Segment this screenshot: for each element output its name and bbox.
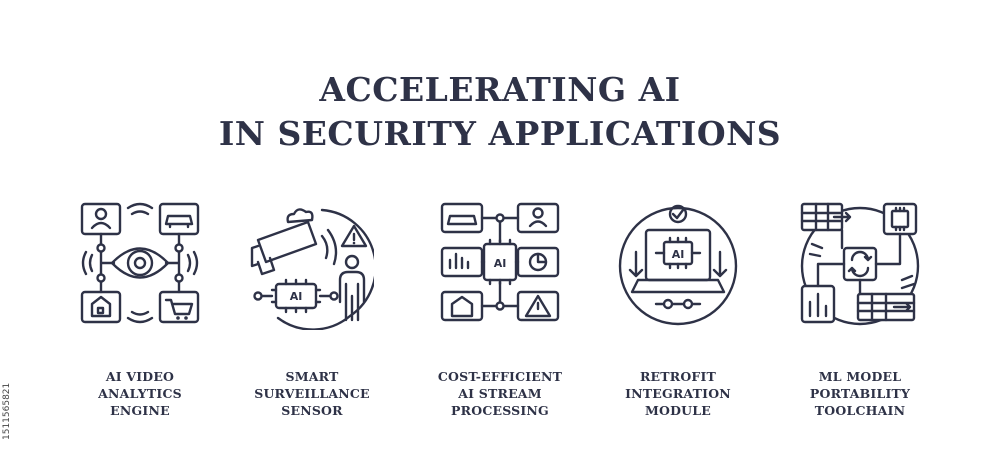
label-line: ML MODEL [818, 369, 902, 384]
stock-id-text: 1511565821 [2, 382, 12, 440]
eye-network-icon [78, 196, 202, 330]
label-line: SURVEILLANCE [254, 386, 370, 401]
label-line: AI STREAM [458, 386, 542, 401]
label-retrofit-integration-module: RETROFIT INTEGRATION MODULE [598, 368, 758, 419]
label-line: ENGINE [110, 403, 170, 418]
label-line: MODULE [645, 403, 711, 418]
camera-person-icon: AI [250, 196, 374, 330]
label-line: COST-EFFICIENT [437, 369, 563, 384]
ai-chip-network-icon: AI [438, 196, 562, 330]
laptop-ai-icon: AI [616, 196, 740, 330]
label-line: ANALYTICS [98, 386, 182, 401]
label-cost-efficient-ai-stream-processing: COST-EFFICIENT AI STREAM PROCESSING [420, 368, 580, 419]
label-line: INTEGRATION [625, 386, 731, 401]
label-line: TOOLCHAIN [814, 403, 906, 418]
ai-chip-text: AI [290, 290, 303, 303]
ai-chip-text: AI [672, 248, 685, 261]
label-line: SMART [285, 369, 339, 384]
label-smart-surveillance-sensor: SMART SURVEILLANCE SENSOR [232, 368, 392, 419]
page-title-line-2: IN SECURITY APPLICATIONS [218, 114, 782, 153]
label-ai-video-analytics-engine: AI VIDEO ANALYTICS ENGINE [60, 368, 220, 419]
label-ml-model-portability-toolchain: ML MODEL PORTABILITY TOOLCHAIN [780, 368, 940, 419]
page-title-line-1: ACCELERATING AI [319, 70, 681, 109]
label-line: AI VIDEO [105, 369, 175, 384]
model-portability-icon [798, 196, 922, 330]
label-line: PROCESSING [451, 403, 549, 418]
label-line: PORTABILITY [809, 386, 911, 401]
label-line: RETROFIT [639, 369, 717, 384]
label-line: SENSOR [281, 403, 343, 418]
ai-chip-text: AI [494, 257, 507, 270]
